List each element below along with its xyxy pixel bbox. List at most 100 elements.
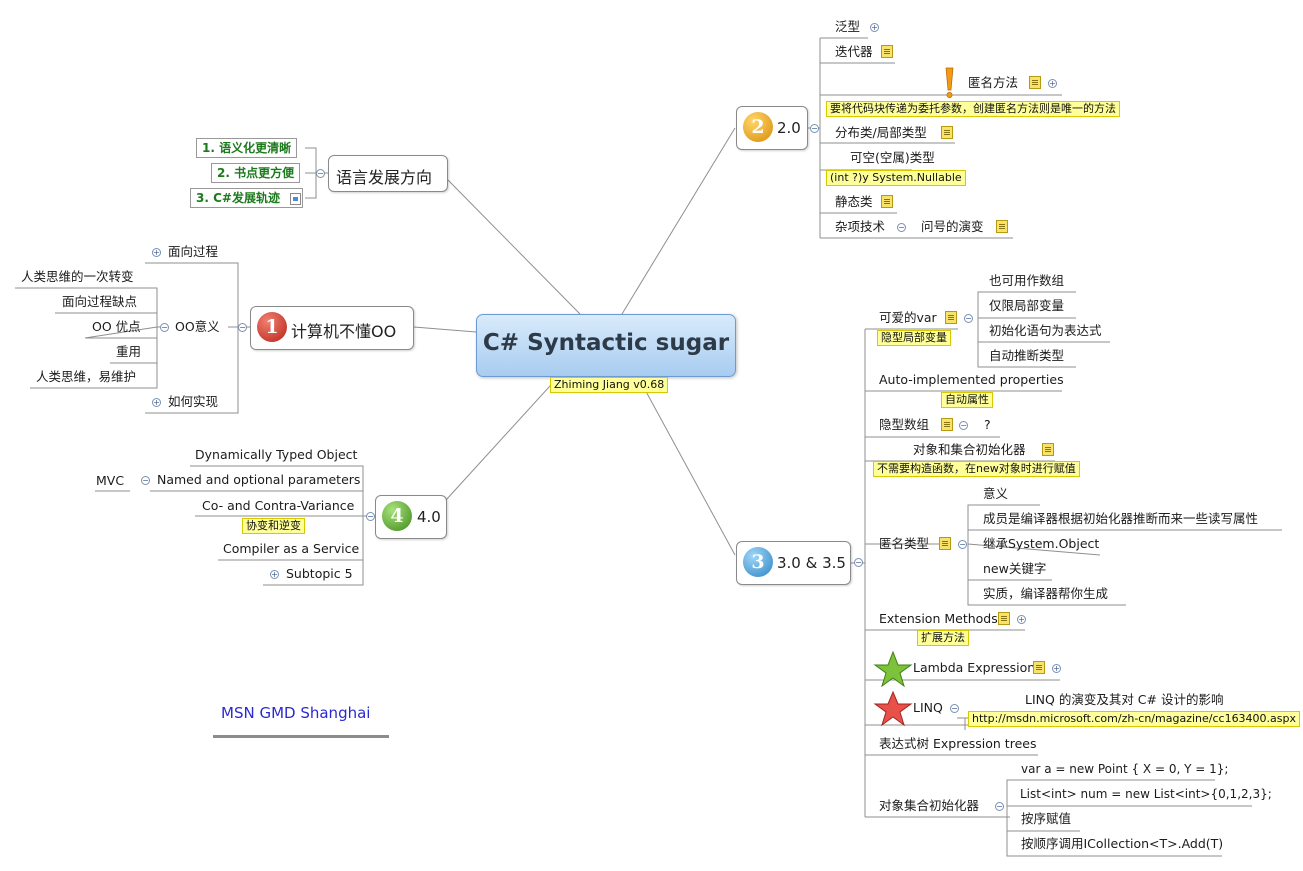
collapse-toggle-icon[interactable]: −: [950, 704, 959, 713]
expand-toggle-icon[interactable]: +: [1052, 664, 1061, 673]
v3-var-note: 隐型局部变量: [877, 330, 951, 346]
topic-v3-title: 3.0 & 3.5: [777, 554, 846, 572]
v4-item-variance[interactable]: Co- and Contra-Variance: [202, 498, 355, 513]
central-topic[interactable]: C# Syntactic sugar: [476, 314, 736, 377]
v3-var-item-3[interactable]: 初始化语句为表达式: [989, 323, 1102, 338]
v4-mvc[interactable]: MVC: [96, 473, 125, 488]
v3-var[interactable]: 可爱的var: [879, 310, 937, 325]
expand-toggle-icon[interactable]: +: [270, 570, 279, 579]
oo-meaning-item-1[interactable]: 人类思维的一次转变: [21, 269, 134, 284]
v3-coll-item-3[interactable]: 按序赋值: [1021, 811, 1072, 826]
expand-toggle-icon[interactable]: +: [1048, 79, 1057, 88]
v3-var-item-4[interactable]: 自动推断类型: [989, 348, 1065, 363]
topic-lang-direction[interactable]: 语言发展方向: [328, 155, 448, 192]
v3-var-item-1[interactable]: 也可用作数组: [989, 273, 1065, 288]
oo-how[interactable]: 如何实现: [168, 394, 219, 409]
v3-ext-note: 扩展方法: [917, 630, 969, 646]
v2-item-question[interactable]: 问号的演变: [921, 219, 984, 234]
v3-var-item-2[interactable]: 仅限局部变量: [989, 298, 1065, 313]
collapse-toggle-icon[interactable]: −: [316, 169, 325, 178]
v3-lambda[interactable]: Lambda Expression: [913, 660, 1036, 675]
v4-variance-note: 协变和逆变: [242, 518, 305, 534]
v3-expr-trees[interactable]: 表达式树 Expression trees: [879, 736, 1037, 751]
v3-obj-init[interactable]: 对象和集合初始化器: [913, 442, 1026, 457]
v3-anon-item-1[interactable]: 意义: [983, 486, 1009, 501]
v2-item-static[interactable]: 静态类: [835, 194, 873, 209]
collapse-toggle-icon[interactable]: −: [160, 323, 169, 332]
oo-meaning-item-5[interactable]: 人类思维，易维护: [36, 369, 137, 384]
v3-coll-item-2[interactable]: List<int> num = new List<int>{0,1,2,3};: [1020, 787, 1272, 801]
v2-item-iterator[interactable]: 迭代器: [835, 44, 873, 59]
v4-item-named-params[interactable]: Named and optional parameters: [157, 472, 361, 487]
note-icon: [996, 220, 1008, 233]
v3-auto-props[interactable]: Auto-implemented properties: [879, 372, 1064, 387]
v3-anon-item-4[interactable]: new关键字: [983, 561, 1047, 576]
badge-2-icon: 2: [743, 112, 773, 142]
star-red-icon: [873, 690, 913, 727]
collapse-toggle-icon[interactable]: −: [810, 124, 819, 133]
note-icon: [881, 195, 893, 208]
v3-anon-item-3[interactable]: 继承System.Object: [983, 536, 1100, 551]
expand-toggle-icon[interactable]: +: [870, 23, 879, 32]
star-green-icon: [873, 650, 913, 688]
note-icon: [998, 612, 1010, 625]
collapse-toggle-icon[interactable]: −: [238, 323, 247, 332]
v4-item-dynamic[interactable]: Dynamically Typed Object: [195, 447, 358, 462]
oo-meaning-item-2[interactable]: 面向过程缺点: [62, 294, 138, 309]
badge-4-icon: 4: [382, 501, 412, 531]
badge-1-icon: 1: [257, 312, 287, 342]
note-icon: [1029, 76, 1041, 89]
collapse-toggle-icon[interactable]: −: [959, 421, 968, 430]
note-icon: [1042, 443, 1054, 456]
collapse-toggle-icon[interactable]: −: [958, 540, 967, 549]
v2-nullable-note: (int ?)y System.Nullable: [826, 170, 966, 186]
v3-linq-url[interactable]: http://msdn.microsoft.com/zh-cn/magazine…: [968, 711, 1301, 727]
oo-meaning-item-4[interactable]: 重用: [116, 344, 142, 359]
oo-procedural[interactable]: 面向过程: [168, 244, 219, 259]
expand-toggle-icon[interactable]: +: [1017, 615, 1026, 624]
lang-item-3[interactable]: 3. C#发展轨迹: [190, 188, 303, 208]
oo-meaning[interactable]: OO意义: [175, 319, 220, 334]
collapse-toggle-icon[interactable]: −: [366, 512, 375, 521]
collapse-toggle-icon[interactable]: −: [854, 558, 863, 567]
footer-text: MSN GMD Shanghai: [221, 704, 371, 722]
lang-item-2[interactable]: 2. 书点更方便: [211, 163, 301, 183]
v2-item-misc[interactable]: 杂项技术: [835, 219, 886, 234]
v3-linq-title[interactable]: LINQ 的演变及其对 C# 设计的影响: [1025, 692, 1224, 707]
v2-item-generic[interactable]: 泛型: [835, 19, 861, 34]
v3-coll-init[interactable]: 对象集合初始化器: [879, 798, 980, 813]
topic-v4-title: 4.0: [417, 508, 441, 526]
v2-item-partial[interactable]: 分布类/局部类型: [835, 125, 927, 140]
collapse-toggle-icon[interactable]: −: [897, 223, 906, 232]
note-icon: [945, 311, 957, 324]
collapse-toggle-icon[interactable]: −: [995, 802, 1004, 811]
v4-item-subtopic5[interactable]: Subtopic 5: [286, 566, 353, 581]
v4-item-compiler[interactable]: Compiler as a Service: [223, 541, 360, 556]
footer-underline: [213, 735, 389, 738]
v2-item-nullable[interactable]: 可空(空属)类型: [850, 150, 935, 165]
note-icon: [1033, 661, 1045, 674]
collapse-toggle-icon[interactable]: −: [964, 314, 973, 323]
topic-v2-title: 2.0: [777, 119, 801, 137]
v3-anon-type[interactable]: 匿名类型: [879, 536, 930, 551]
central-title: C# Syntactic sugar: [482, 330, 730, 356]
v3-obj-init-note: 不需要构造函数，在new对象时进行赋值: [873, 461, 1080, 477]
v3-linq[interactable]: LINQ: [913, 700, 943, 715]
note-icon: [941, 126, 953, 139]
exclamation-icon: [945, 67, 954, 98]
oo-meaning-item-3[interactable]: OO 优点: [92, 319, 141, 334]
collapse-toggle-icon[interactable]: −: [141, 476, 150, 485]
note-icon: [939, 537, 951, 550]
v3-coll-item-1[interactable]: var a = new Point { X = 0, Y = 1};: [1021, 762, 1229, 776]
v3-coll-item-4[interactable]: 按顺序调用ICollection<T>.Add(T): [1021, 836, 1224, 851]
v2-item-anonymous[interactable]: 匿名方法: [968, 75, 1019, 90]
v3-implicit-array[interactable]: 隐型数组: [879, 417, 930, 432]
expand-toggle-icon[interactable]: +: [152, 398, 161, 407]
v3-anon-item-2[interactable]: 成员是编译器根据初始化器推断而来一些读写属性: [983, 511, 1259, 526]
expand-toggle-icon[interactable]: +: [152, 248, 161, 257]
v3-ext[interactable]: Extension Methods: [879, 611, 998, 626]
v3-anon-item-5[interactable]: 实质，编译器帮你生成: [983, 586, 1109, 601]
v3-question-mark[interactable]: ?: [984, 417, 991, 432]
lang-item-1[interactable]: 1. 语义化更清晰: [196, 138, 298, 158]
central-note: Zhiming Jiang v0.68: [550, 377, 669, 393]
